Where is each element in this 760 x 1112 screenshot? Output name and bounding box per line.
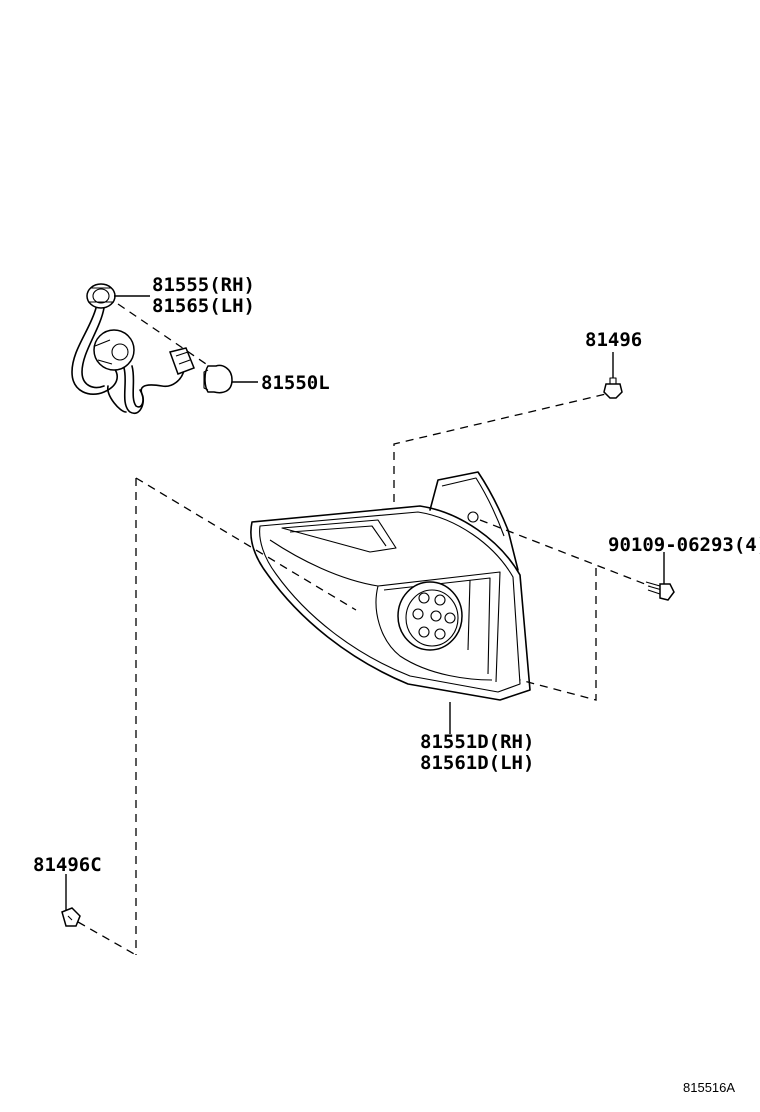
socket-wire-assy-icon[interactable] <box>71 283 195 415</box>
label-socket-lh: 81565(LH) <box>152 295 255 317</box>
label-bulb: 81550L <box>261 372 330 394</box>
label-lamp-lh: 81561D(LH) <box>420 752 534 774</box>
tail-lamp-lens-icon[interactable] <box>250 471 531 701</box>
clip-icon[interactable] <box>61 907 81 927</box>
label-socket-rh: 81555(RH) <box>152 274 255 296</box>
label-screw: 90109-06293(4) <box>608 534 760 556</box>
clip-icon[interactable] <box>603 377 623 399</box>
screw-icon[interactable] <box>645 581 675 601</box>
label-lamp-rh: 81551D(RH) <box>420 731 534 753</box>
figure-code: 815516A <box>683 1080 735 1095</box>
bulb-icon[interactable] <box>203 364 233 394</box>
label-clip-bottom: 81496C <box>33 854 102 876</box>
label-clip-top: 81496 <box>585 329 642 351</box>
